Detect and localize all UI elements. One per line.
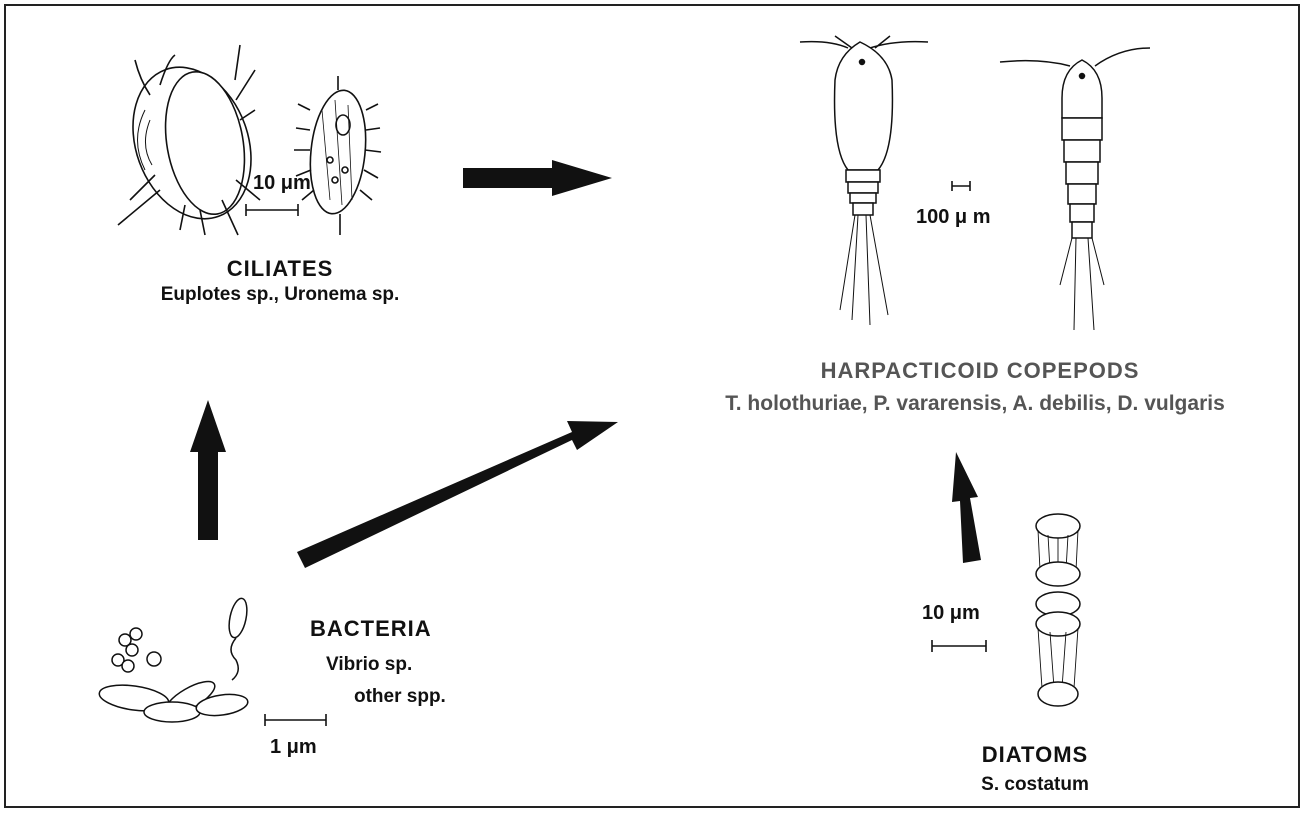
bacteria-illustration — [98, 597, 250, 722]
diatoms-scale-bar — [932, 640, 986, 652]
copepod-1-illustration — [800, 36, 928, 325]
ciliates-species: Euplotes sp., Uronema sp. — [160, 284, 400, 306]
diatoms-species: S. costatum — [960, 774, 1110, 796]
arrow-bacteria-to-ciliates — [190, 400, 226, 540]
bacteria-species-2: other spp. — [354, 686, 446, 708]
arrow-ciliates-to-copepods — [463, 160, 612, 196]
arrow-diatoms-to-copepods — [952, 452, 981, 563]
ciliate-euplotes-illustration — [113, 45, 272, 235]
bacteria-species-1: Vibrio sp. — [326, 654, 412, 676]
diatoms-title: DIATOMS — [960, 742, 1110, 768]
copepods-scale-label: 100 μ m — [916, 206, 991, 229]
diatom-chain-illustration — [1036, 514, 1080, 706]
copepods-scale-bar — [952, 181, 970, 191]
copepods-species: T. holothuriae, P. vararensis, A. debili… — [655, 392, 1295, 416]
ciliates-title: CILIATES — [190, 256, 370, 282]
copepod-2-illustration — [1000, 48, 1150, 330]
bacteria-scale-bar — [265, 714, 326, 726]
diatoms-scale-label: 10 μm — [922, 602, 980, 625]
copepods-title: HARPACTICOID COPEPODS — [770, 358, 1190, 384]
ciliates-scale-label: 10 μm — [253, 172, 311, 195]
arrow-bacteria-to-copepods — [297, 421, 618, 568]
bacteria-scale-label: 1 μm — [270, 736, 317, 759]
ciliate-uronema-illustration — [294, 76, 381, 235]
ciliates-scale-bar — [246, 204, 298, 216]
bacteria-title: BACTERIA — [310, 616, 432, 642]
